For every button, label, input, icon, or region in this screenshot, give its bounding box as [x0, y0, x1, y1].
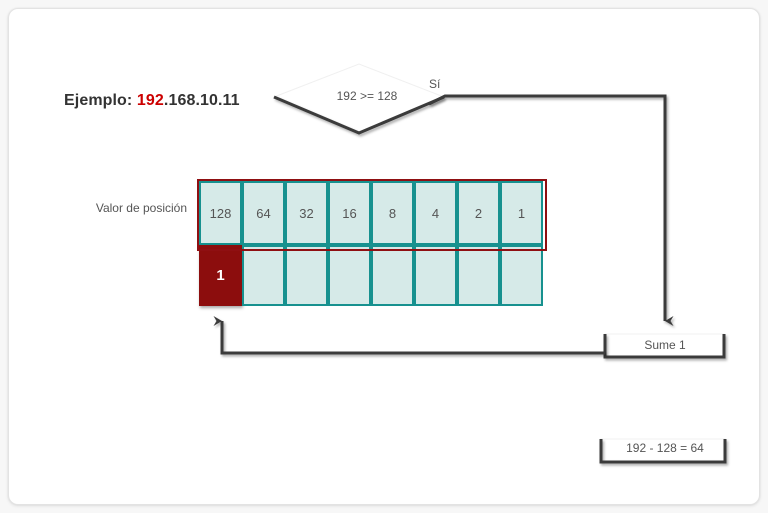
bit-table-grid: 128 64 32 16 8 4 2 1 1	[199, 181, 543, 306]
place-value-row: 128 64 32 16 8 4 2 1	[199, 181, 543, 245]
bit-cell[interactable]	[285, 245, 328, 306]
place-value-cell[interactable]: 2	[457, 181, 500, 245]
decision-condition-text: 192 >= 128	[336, 89, 398, 103]
page-title: Ejemplo: 192.168.10.11	[64, 92, 240, 110]
place-value-row-label: Valor de posición	[95, 201, 187, 215]
bit-cell[interactable]	[500, 245, 543, 306]
bit-row: 1	[199, 245, 543, 306]
place-value-cell[interactable]: 64	[242, 181, 285, 245]
feedback-loop-connector	[213, 316, 605, 355]
bit-cell[interactable]	[457, 245, 500, 306]
branch-label-yes: Sí	[429, 77, 441, 91]
place-value-cell[interactable]: 8	[371, 181, 414, 245]
bit-cell[interactable]	[242, 245, 285, 306]
place-value-cell[interactable]: 4	[414, 181, 457, 245]
diagram-canvas: Ejemplo: 192.168.10.11 192 >= 128 Sí Val…	[8, 8, 760, 505]
title-prefix: Ejemplo:	[64, 92, 137, 109]
bit-cell[interactable]	[371, 245, 414, 306]
bit-cell-filled[interactable]: 1	[199, 245, 242, 306]
place-value-cell[interactable]: 16	[328, 181, 371, 245]
bit-cell[interactable]	[328, 245, 371, 306]
place-value-cell[interactable]: 1	[500, 181, 543, 245]
add-one-box-label: Sume 1	[644, 338, 686, 352]
place-value-cell[interactable]: 32	[285, 181, 328, 245]
bit-cell[interactable]	[414, 245, 457, 306]
title-highlight-octet: 192	[136, 92, 164, 109]
place-value-cell[interactable]: 128	[199, 181, 242, 245]
bit-table: 128 64 32 16 8 4 2 1 1	[199, 181, 543, 306]
calculation-box-label: 192 - 128 = 64	[626, 441, 704, 455]
title-rest: .168.10.11	[163, 92, 240, 109]
